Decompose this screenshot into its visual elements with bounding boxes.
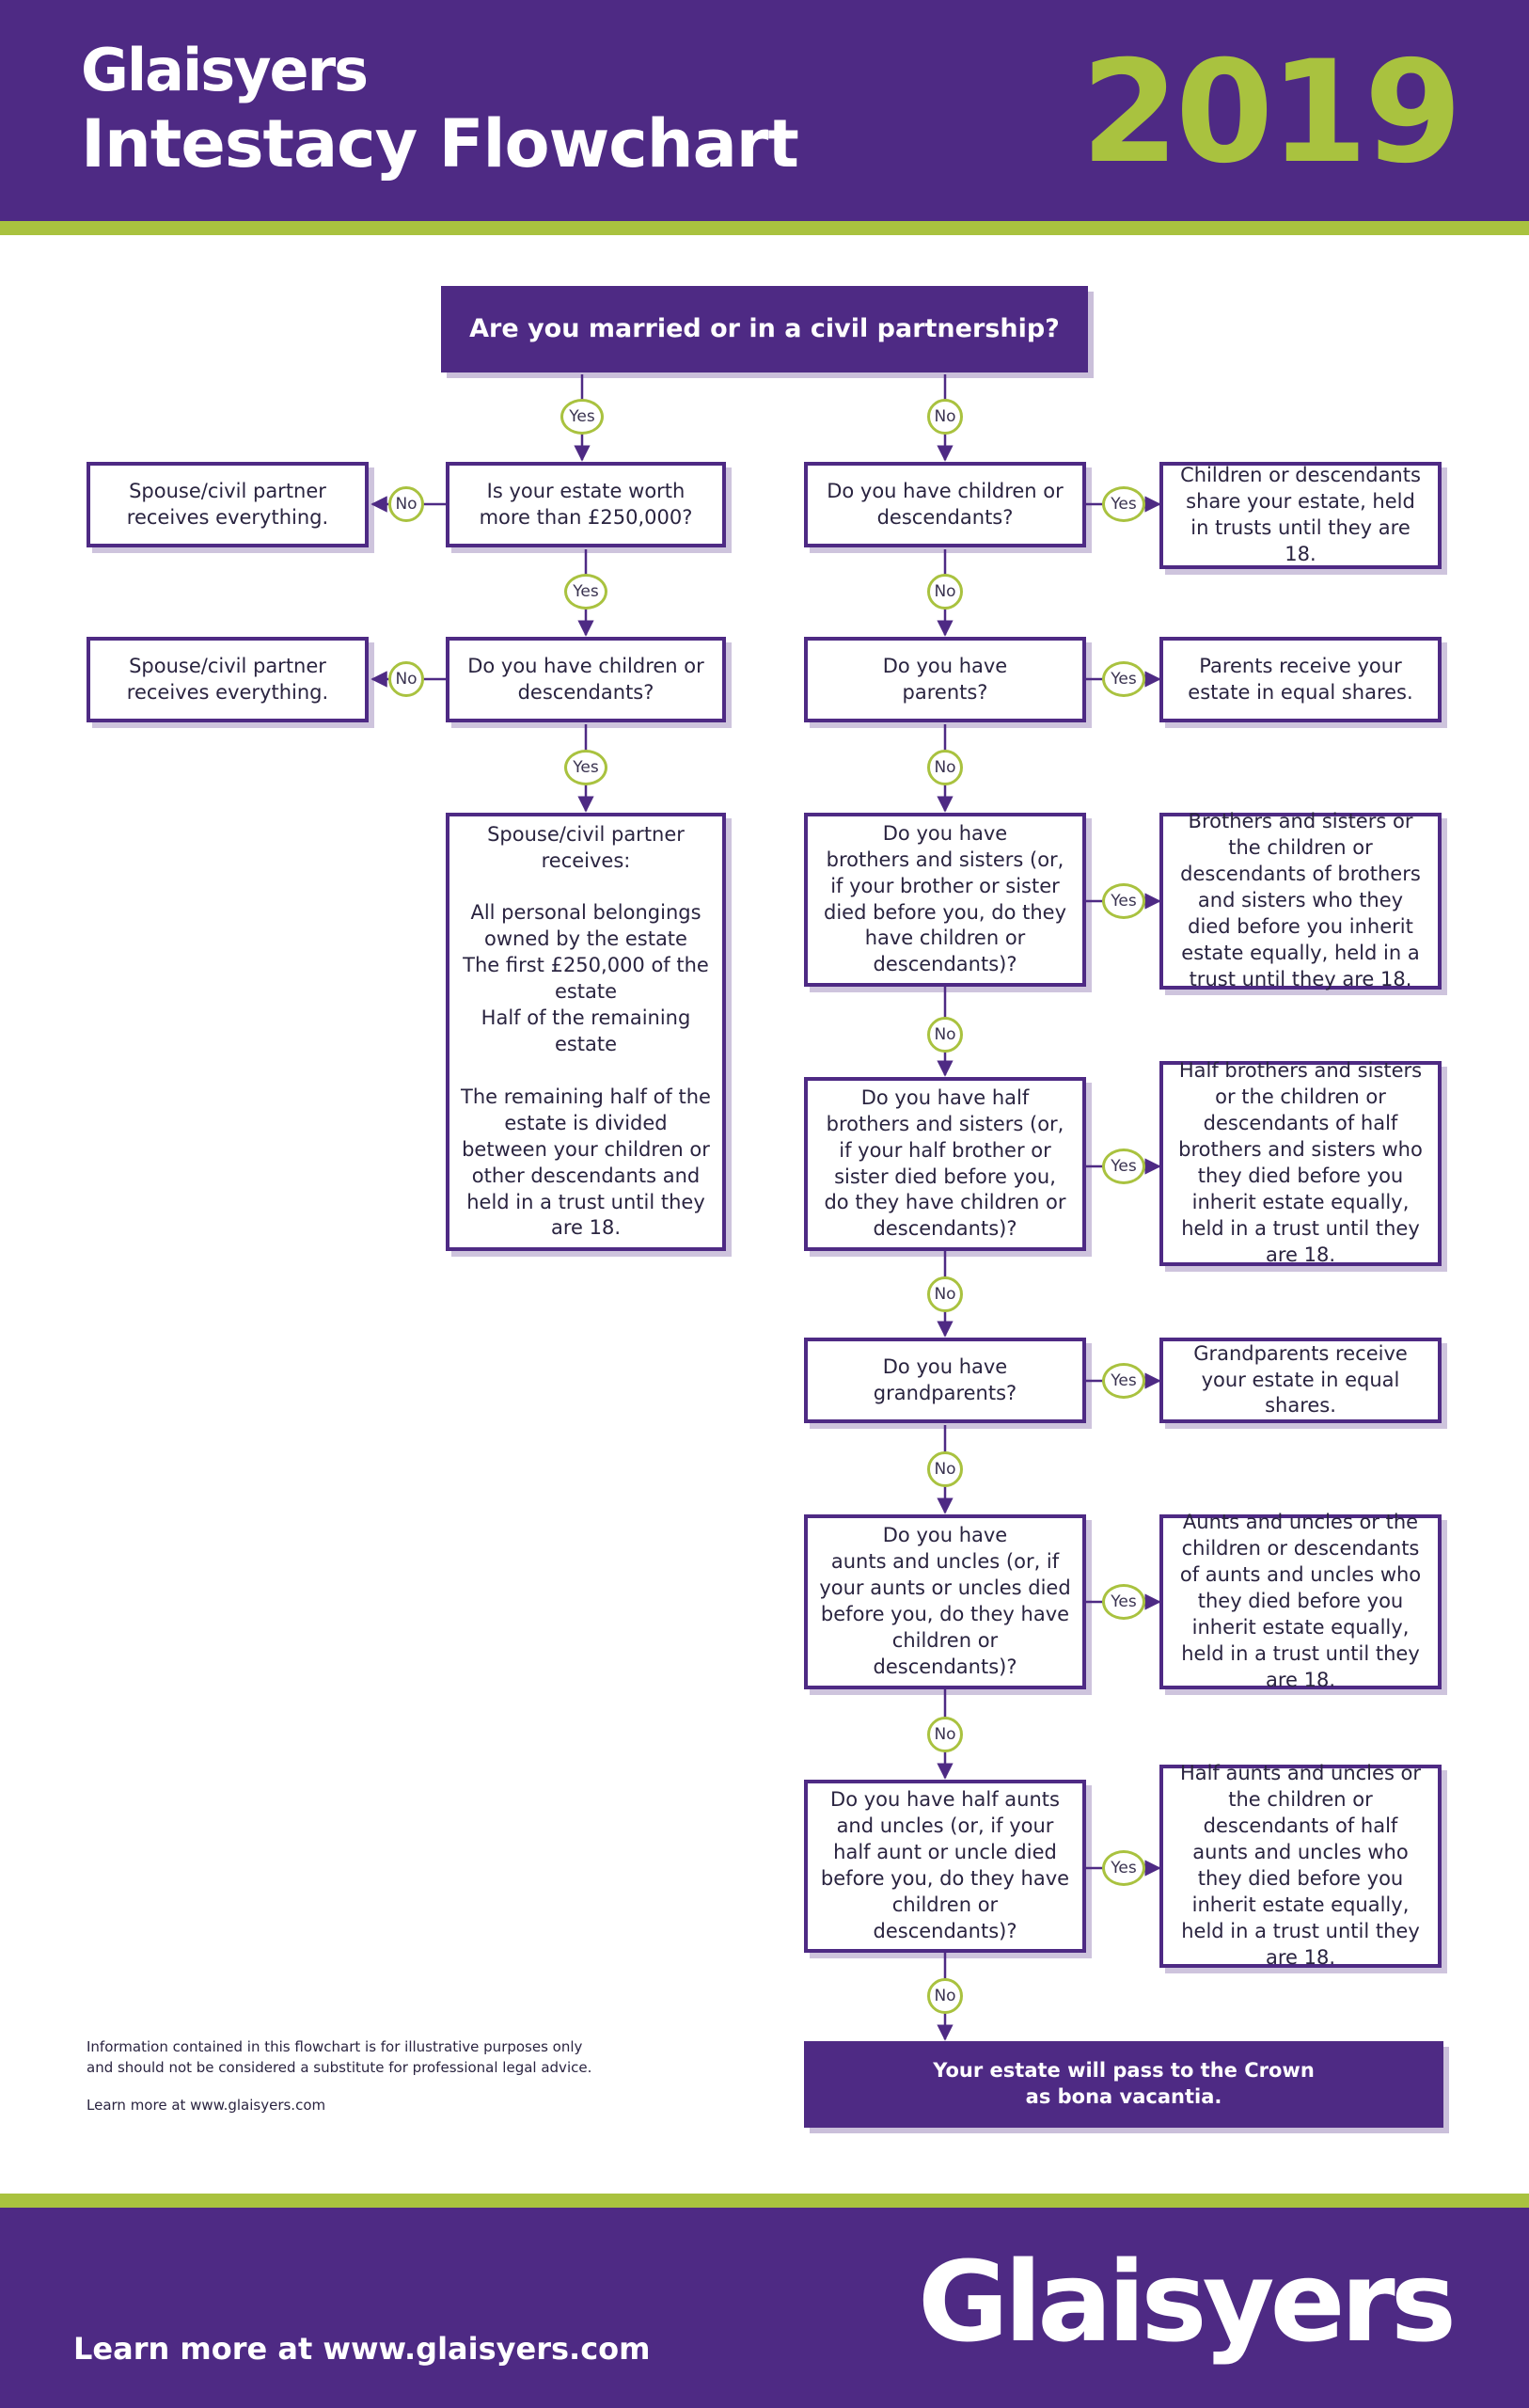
footer-banner: [0, 2208, 1529, 2408]
label-yes-siblings: Yes: [1102, 883, 1145, 919]
label-no-children: No: [927, 574, 963, 610]
label-yes-children-married: Yes: [564, 750, 607, 785]
node-half-aunts-answer: Half aunts and uncles or the children or…: [1159, 1762, 1442, 1969]
label-yes-parents: Yes: [1102, 661, 1145, 697]
label-no-married: No: [927, 399, 963, 435]
node-parents-question: Do you have parents?: [804, 637, 1086, 722]
node-grandparents-answer: Grandparents receive your estate in equa…: [1159, 1338, 1442, 1423]
label-yes-married: Yes: [560, 399, 604, 435]
label-no-half-aunts: No: [927, 1978, 963, 2014]
node-children-question: Do you have children or descendants?: [804, 462, 1086, 547]
node-siblings-answer: Brothers and sisters or the children or …: [1159, 810, 1442, 990]
label-yes-grandparents: Yes: [1102, 1363, 1145, 1399]
disclaimer-text: Information contained in this flowchart …: [87, 2038, 592, 2076]
year-label: 2019: [1080, 31, 1462, 195]
node-spouse-everything-1: Spouse/civil partner receives everything…: [87, 462, 369, 547]
node-siblings-question: Do you have brothers and sisters (or, if…: [804, 813, 1086, 987]
brand-logo: Glaisyers: [81, 36, 369, 104]
node-aunts-answer: Aunts and uncles or the children or desc…: [1159, 1511, 1442, 1691]
node-half-siblings-question: Do you have half brothers and sisters (o…: [804, 1077, 1086, 1251]
header-banner: [0, 0, 1529, 221]
label-no-estate: No: [388, 486, 424, 522]
disclaimer-learn-more: Learn more at www.glaisyers.com: [87, 2096, 326, 2114]
header-accent-stripe: [0, 221, 1529, 235]
label-yes-estate: Yes: [564, 574, 607, 610]
node-grandparents-question: Do you have grandparents?: [804, 1338, 1086, 1423]
footer-accent-stripe: [0, 2194, 1529, 2208]
disclaimer: Information contained in this flowchart …: [87, 2037, 613, 2132]
node-aunts-question: Do you have aunts and uncles (or, if you…: [804, 1514, 1086, 1689]
node-spouse-everything-2: Spouse/civil partner receives everything…: [87, 637, 369, 722]
node-married-question: Are you married or in a civil partnershi…: [441, 286, 1088, 372]
label-no-aunts: No: [927, 1717, 963, 1752]
node-half-siblings-answer: Half brothers and sisters or the childre…: [1159, 1059, 1442, 1266]
label-yes-aunts: Yes: [1102, 1584, 1145, 1620]
node-children-answer: Children or descendants share your estat…: [1159, 462, 1442, 569]
label-no-siblings: No: [927, 1017, 963, 1053]
footer-logo: Glaisyers: [918, 2237, 1457, 2367]
label-yes-half-aunts: Yes: [1102, 1850, 1145, 1886]
node-estate-worth-question: Is your estate worth more than £250,000?: [446, 462, 726, 547]
node-parents-answer: Parents receive your estate in equal sha…: [1159, 637, 1442, 722]
label-no-children-married: No: [388, 661, 424, 697]
node-half-aunts-question: Do you have half aunts and uncles (or, i…: [804, 1780, 1086, 1953]
node-spouse-receives: Spouse/civil partner receives: All perso…: [446, 813, 726, 1251]
label-no-half-siblings: No: [927, 1276, 963, 1312]
node-crown-outcome: Your estate will pass to the Crown as bo…: [804, 2041, 1443, 2128]
label-yes-children: Yes: [1102, 486, 1145, 522]
label-no-parents: No: [927, 750, 963, 785]
page-title: Intestacy Flowchart: [81, 105, 799, 182]
node-children-married-question: Do you have children or descendants?: [446, 637, 726, 722]
label-yes-half-siblings: Yes: [1102, 1149, 1145, 1184]
label-no-grandparents: No: [927, 1451, 963, 1487]
footer-website-link[interactable]: Learn more at www.glaisyers.com: [73, 2331, 651, 2367]
